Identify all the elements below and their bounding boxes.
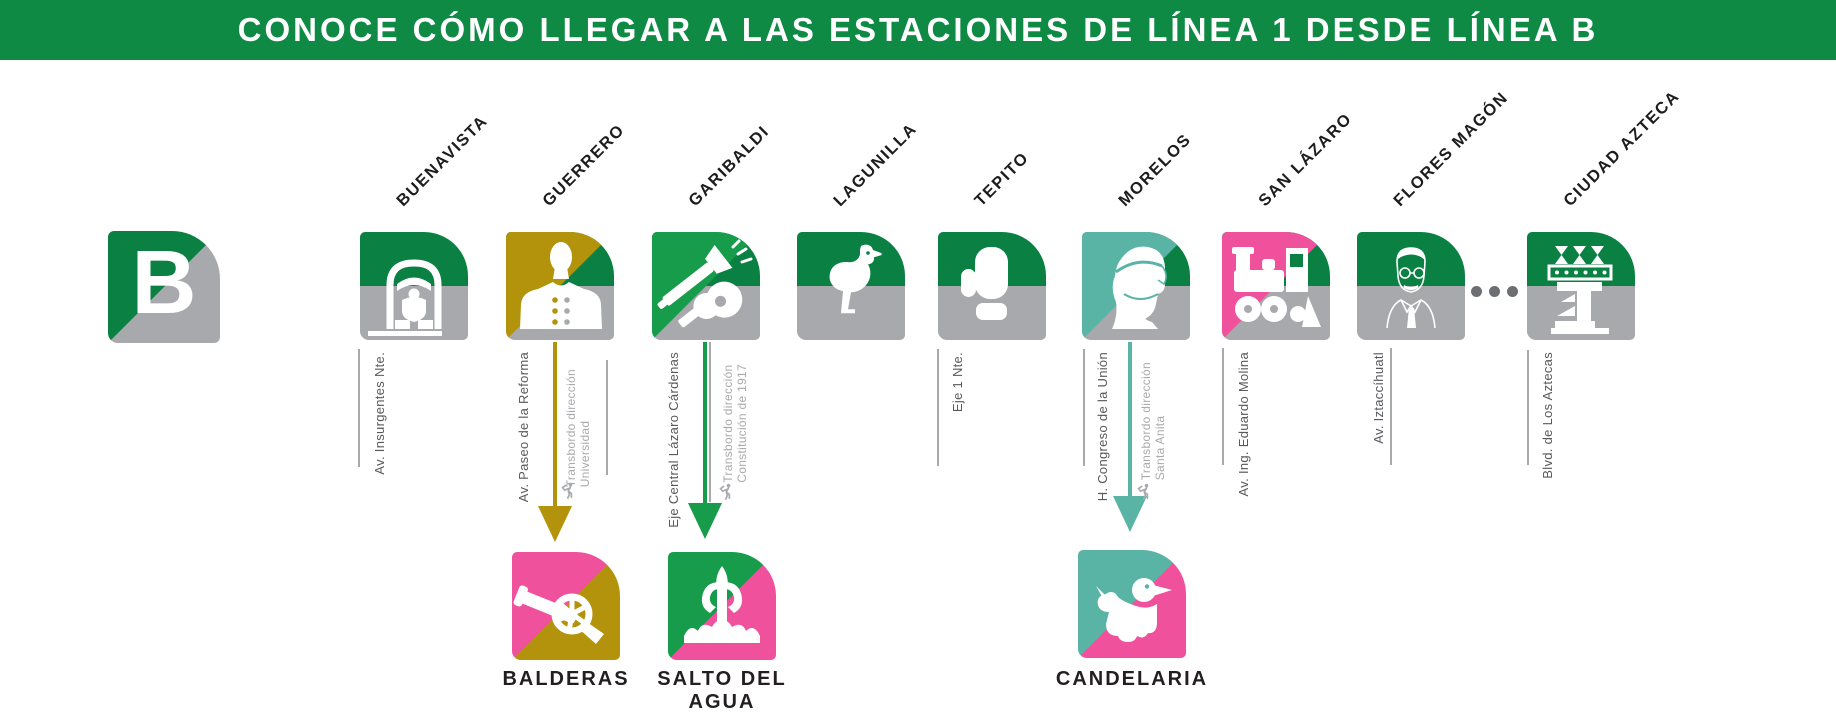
transfer-label: Transbordo dirección [1139,361,1153,480]
station-name-san-lazaro: SAN LÁZARO [1255,109,1356,210]
street-san-lazaro: Av. Ing. Eduardo Molina [1236,352,1251,497]
transfer-label: Transbordo dirección [564,368,578,487]
station-icon-ciudad-azteca [1527,232,1635,340]
street-guerrero: Av. Paseo de la Reforma [516,352,531,503]
mariachi-guitar-trumpet-icon [657,239,753,328]
destination-icon-salto-del-agua [668,552,776,660]
title-banner: CONOCE CÓMO LLEGAR A LAS ESTACIONES DE L… [0,0,1836,60]
transfer-arrow-guerrero [553,342,557,510]
ellipsis-dot [1507,286,1518,297]
street-line-san-lazaro [1222,348,1224,465]
transfer-direction: Santa Anita [1153,415,1167,480]
transfer-note-guerrero: Transbordo dirección Universidad [564,369,592,487]
destination-name-candelaria: CANDELARIA [1047,668,1217,691]
station-name-flores-magon: FLORES MAGÓN [1390,88,1512,210]
line-b-letter: B [131,233,197,333]
aztec-temple-icon [1547,246,1613,334]
fountain-icon [684,566,760,643]
transfer-note-morelos: Transbordo dirección Santa Anita [1139,362,1167,480]
station-icon-lagunilla [797,232,905,340]
station-icon-flores-magon [1357,232,1465,340]
destination-label-line: AGUA [688,691,756,713]
cannon-icon [513,585,604,644]
street-flores-magon: Av. Iztaccíhuatl [1371,352,1386,444]
boxing-glove-icon [961,247,1008,320]
transfer-arrowhead-guerrero [538,506,572,542]
street-tepito: Eje 1 Nte. [950,352,965,413]
station-icon-buenavista [360,232,468,340]
station-name-morelos: MORELOS [1115,130,1195,210]
flores-magon-portrait-icon [1386,247,1436,329]
station-name-ciudad-azteca: CIUDAD AZTECA [1560,87,1684,210]
station-icon-guerrero [506,232,614,340]
duck-icon [1096,578,1172,642]
separator-line-guerrero [606,360,608,475]
street-line-tepito [937,349,939,466]
station-icon-san-lazaro [1222,232,1330,340]
ellipsis-dot [1471,286,1482,297]
station-icon-morelos [1082,232,1190,340]
transfer-arrowhead-morelos [1113,496,1147,532]
transfer-direction: Constitución de 1917 [735,364,749,483]
station-name-tepito: TEPITO [971,148,1033,210]
street-line-flores-magon [1390,348,1392,465]
station-name-guerrero: GUERRERO [539,120,629,210]
page-title: CONOCE CÓMO LLEGAR A LAS ESTACIONES DE L… [237,11,1599,48]
transfer-direction: Universidad [578,420,592,487]
station-icon-garibaldi [652,232,760,340]
transfer-label: Transbordo dirección [721,364,735,483]
station-icon-tepito [938,232,1046,340]
guerrero-bust-icon [520,242,602,329]
walking-person-icon [719,483,731,500]
street-line-ciudad-azteca [1527,350,1529,465]
goose-icon [829,244,882,314]
transfer-arrow-garibaldi [703,342,707,506]
transfer-arrow-morelos [1128,342,1132,500]
destination-label-line: BALDERAS [502,668,630,690]
morelos-head-icon [1112,246,1167,329]
walking-person-icon [1137,483,1149,500]
station-name-garibaldi: GARIBALDI [685,122,773,210]
steam-locomotive-icon [1232,247,1321,327]
transfer-arrowhead-garibaldi [688,503,722,539]
station-name-buenavista: BUENAVISTA [393,111,492,210]
destination-icon-candelaria [1078,550,1186,658]
street-garibaldi: Eje Central Lázaro Cárdenas [666,352,681,528]
destination-name-salto-del-agua: SALTO DEL AGUA [637,668,807,714]
destination-label-line: CANDELARIA [1055,668,1209,690]
destination-label-line: SALTO DEL [657,668,787,690]
ellipsis-dot [1489,286,1500,297]
destination-icon-balderas [512,552,620,660]
street-morelos: H. Congreso de la Unión [1095,352,1110,502]
transfer-note-garibaldi: Transbordo dirección Constitución de 191… [721,364,749,483]
station-name-lagunilla: LAGUNILLA [830,119,921,210]
street-buenavista: Av. Insurgentes Nte. [372,352,387,475]
walking-person-icon [561,482,573,499]
destination-name-balderas: BALDERAS [481,668,651,691]
street-line-morelos [1083,349,1085,466]
line-b-logo: B [108,231,220,343]
commuter-train-icon [368,259,442,336]
street-line-garibaldi [709,342,711,502]
street-ciudad-azteca: Blvd. de Los Aztecas [1540,352,1555,479]
street-line-buenavista [358,349,360,467]
